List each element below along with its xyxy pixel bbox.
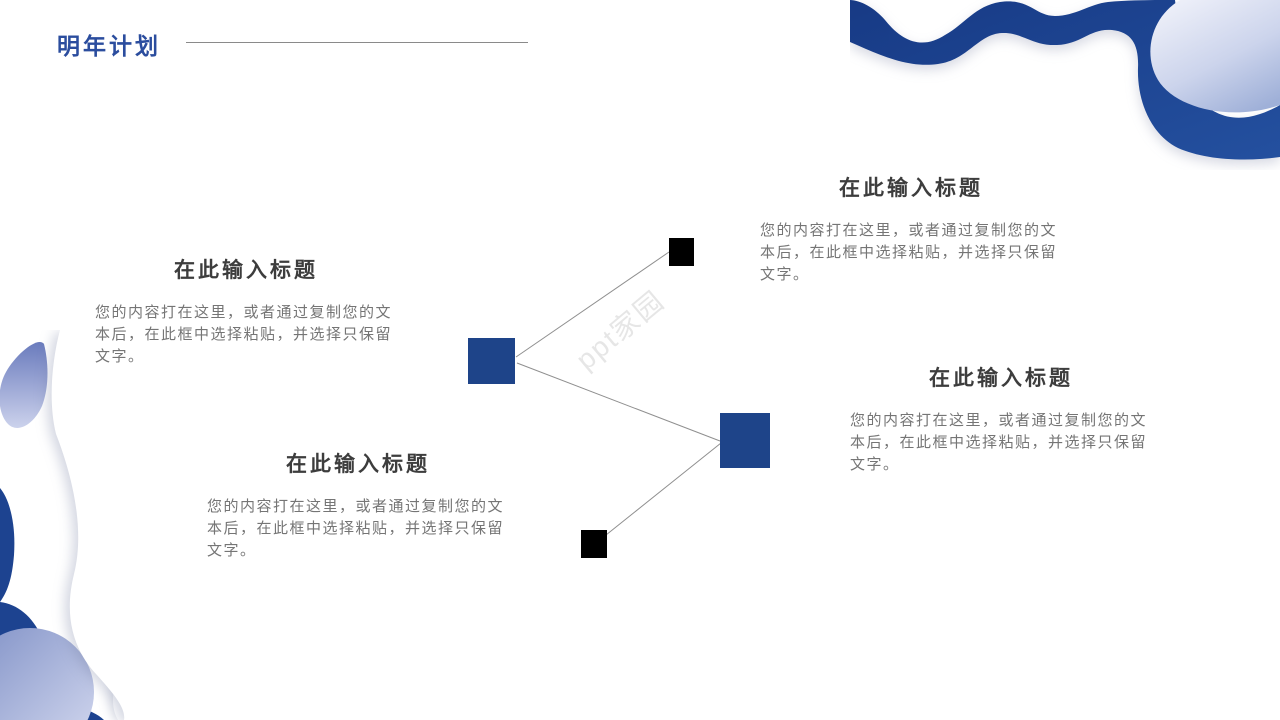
title-divider-line: [186, 42, 528, 43]
text-block-left: 在此输入标题 您的内容打在这里，或者通过复制您的文本后，在此框中选择粘贴，并选择…: [95, 258, 397, 368]
white-curve-inner: [51, 330, 240, 720]
diagram-node-black-top: [669, 238, 694, 266]
block-heading: 在此输入标题: [286, 453, 430, 476]
corner-wave-top-right: [850, 0, 1280, 160]
text-block-top-right: 在此输入标题 您的内容打在这里，或者通过复制您的文本后，在此框中选择粘贴，并选择…: [760, 176, 1062, 286]
block-body: 您的内容打在这里，或者通过复制您的文本后，在此框中选择粘贴，并选择只保留文字。: [850, 412, 1148, 473]
crescent-shape: [0, 488, 15, 602]
text-block-bottom: 在此输入标题 您的内容打在这里，或者通过复制您的文本后，在此框中选择粘贴，并选择…: [207, 452, 509, 562]
diagram-node-blue-left: [468, 338, 515, 384]
gradient-circle-shape: [0, 628, 94, 720]
connector-line-2: [516, 362, 721, 442]
connector-line-3: [605, 442, 722, 536]
text-block-right: 在此输入标题 您的内容打在这里，或者通过复制您的文本后，在此框中选择粘贴，并选择…: [850, 366, 1152, 476]
block-heading: 在此输入标题: [929, 367, 1073, 390]
teardrop-shape: [0, 342, 48, 428]
lavender-blob-shape: [1150, 0, 1280, 113]
block-body: 您的内容打在这里，或者通过复制您的文本后，在此框中选择粘贴，并选择只保留文字。: [95, 304, 393, 365]
diagram-node-blue-right: [720, 413, 770, 468]
block-body: 您的内容打在这里，或者通过复制您的文本后，在此框中选择粘贴，并选择只保留文字。: [760, 222, 1058, 283]
block-heading: 在此输入标题: [839, 177, 983, 200]
block-body: 您的内容打在这里，或者通过复制您的文本后，在此框中选择粘贴，并选择只保留文字。: [207, 498, 505, 559]
page-title: 明年计划: [57, 33, 161, 59]
corner-decoration-bottom-left: [0, 330, 240, 720]
block-heading: 在此输入标题: [174, 259, 318, 282]
watermark: ppt家园: [570, 284, 671, 376]
diagram-node-black-bottom: [581, 530, 607, 558]
